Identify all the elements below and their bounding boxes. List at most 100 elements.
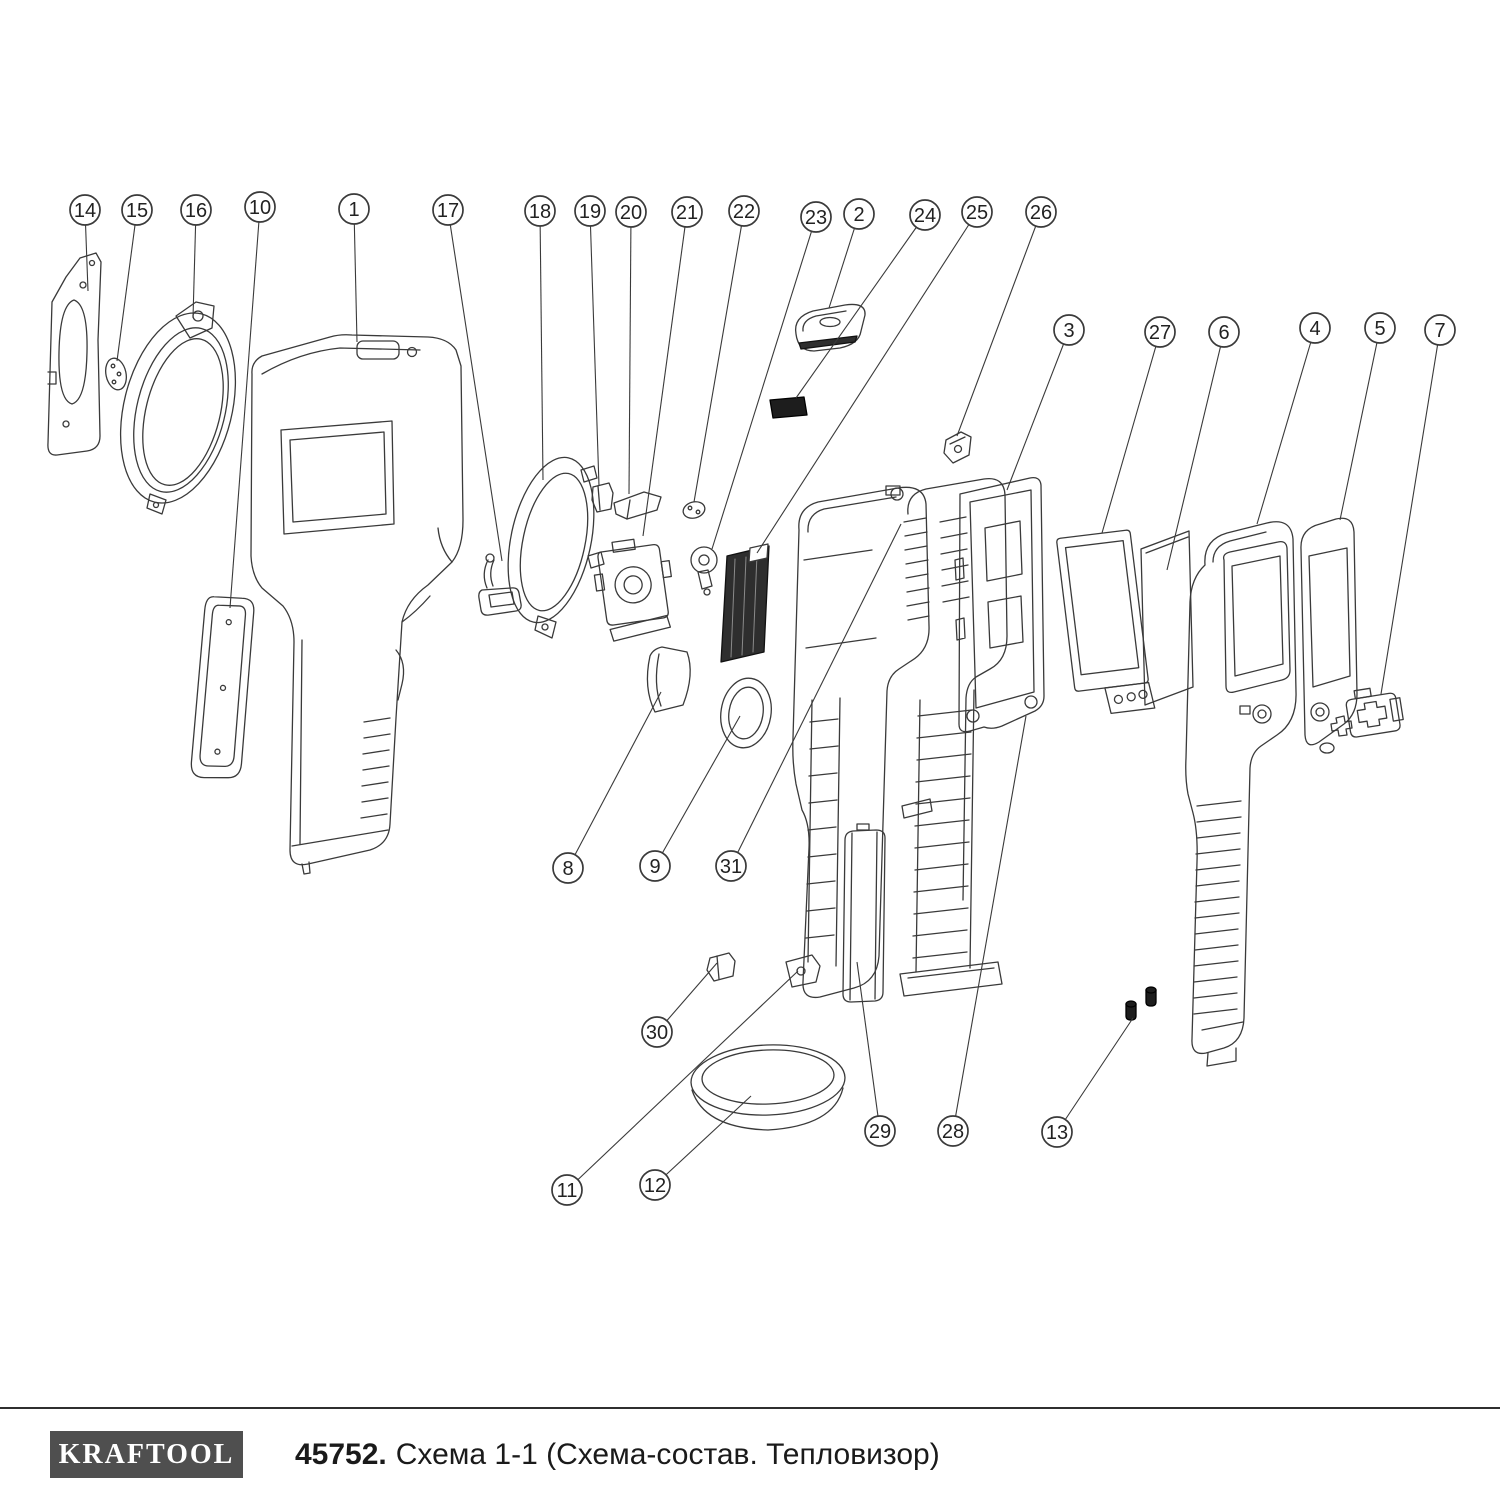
part-6-protective-film: [1140, 530, 1194, 706]
callout-number-11: 11: [557, 1180, 578, 1202]
callout-circle-13: [1041, 1116, 1073, 1148]
callout-number-24: 24: [914, 205, 936, 227]
callout-circle-10: [244, 191, 276, 223]
callout-5: 5: [1364, 312, 1396, 344]
callout-circle-20: [615, 196, 647, 228]
diagram-code: 45752.: [295, 1437, 387, 1471]
part-3-mid-frame: [954, 477, 1045, 733]
callout-circle-8: [552, 852, 584, 884]
callout-circle-12: [639, 1169, 671, 1201]
callout-circle-16: [180, 194, 212, 226]
part-14-bracket-plate: [47, 252, 102, 456]
callout-18: 18: [524, 195, 556, 227]
callout-14: 14: [69, 194, 101, 226]
callout-21: 21: [671, 196, 703, 228]
part-28-rear-chassis: [899, 477, 1008, 997]
part-23-focus-motor: [690, 546, 718, 596]
part-1-front-housing: [250, 334, 464, 875]
callout-11: 11: [551, 1174, 583, 1206]
part-5-rear-bezel: [1300, 517, 1358, 754]
callout-circle-24: [909, 199, 941, 231]
callout-number-19: 19: [579, 201, 601, 223]
leader-line-18: [539, 210, 544, 481]
callout-circle-15: [121, 194, 153, 226]
part-4-rear-housing: [1185, 521, 1297, 1067]
callout-number-13: 13: [1046, 1122, 1068, 1144]
callout-number-4: 4: [1309, 318, 1320, 340]
leader-line-24: [795, 214, 926, 399]
callout-30: 30: [641, 1016, 673, 1048]
callout-23: 23: [800, 201, 832, 233]
callout-circle-19: [574, 195, 606, 227]
callout-circle-27: [1144, 316, 1176, 348]
part-29-battery: [842, 823, 886, 1003]
callout-circle-17: [432, 194, 464, 226]
callout-number-2: 2: [853, 204, 864, 226]
callout-circle-5: [1364, 312, 1396, 344]
callout-circle-2: [843, 198, 875, 230]
footer-divider: [0, 1407, 1500, 1409]
callout-circle-28: [937, 1115, 969, 1147]
leader-line-23: [711, 216, 817, 550]
callout-number-16: 16: [185, 200, 207, 222]
leader-line-29: [856, 961, 881, 1132]
callout-circle-4: [1299, 312, 1331, 344]
callout-number-1: 1: [348, 199, 359, 221]
callout-16: 16: [180, 194, 212, 226]
callout-circle-3: [1053, 314, 1085, 346]
callout-number-14: 14: [74, 200, 96, 222]
part-26-clip: [943, 431, 972, 464]
callout-9: 9: [639, 850, 671, 882]
part-24-pad: [769, 396, 808, 419]
callout-circle-1: [338, 193, 370, 225]
callout-number-30: 30: [646, 1022, 668, 1044]
callout-2: 2: [843, 198, 875, 230]
leader-lines: [84, 206, 1441, 1191]
callout-25: 25: [961, 196, 993, 228]
part-25-flex-cable: [720, 543, 770, 663]
leader-line-25: [756, 211, 978, 554]
diagram-caption: 45752. Схема 1-1 (Схема-состав. Тепловиз…: [295, 1431, 940, 1478]
callout-19: 19: [574, 195, 606, 227]
callout-circle-21: [671, 196, 703, 228]
leader-line-27: [1101, 331, 1161, 534]
callout-circle-22: [728, 195, 760, 227]
callout-20: 20: [615, 196, 647, 228]
leader-line-31: [730, 523, 902, 867]
callout-10: 10: [244, 191, 276, 223]
callout-number-10: 10: [249, 197, 271, 219]
leader-line-21: [642, 211, 688, 537]
callout-number-8: 8: [562, 858, 573, 880]
part-15-washer: [105, 357, 127, 391]
leader-line-28: [952, 715, 1027, 1132]
callout-number-27: 27: [1149, 322, 1171, 344]
callout-6: 6: [1208, 316, 1240, 348]
callout-circle-9: [639, 850, 671, 882]
part-17-wrist-strap: [478, 553, 522, 616]
callout-26: 26: [1025, 196, 1057, 228]
callout-4: 4: [1299, 312, 1331, 344]
callout-number-29: 29: [869, 1121, 891, 1143]
leader-line-17: [447, 209, 503, 562]
leader-line-5: [1339, 327, 1381, 521]
callout-circle-30: [641, 1016, 673, 1048]
leader-line-19: [589, 210, 600, 487]
callout-number-20: 20: [620, 202, 642, 224]
callout-17: 17: [432, 194, 464, 226]
callout-number-21: 21: [676, 202, 698, 224]
leader-line-12: [654, 1095, 752, 1186]
part-19-clip: [591, 482, 614, 513]
callout-number-15: 15: [126, 200, 148, 222]
leader-line-6: [1166, 331, 1225, 571]
callout-circle-29: [864, 1115, 896, 1147]
part-30-latch-clip: [706, 952, 736, 982]
part-31-inner-chassis: [785, 485, 933, 999]
leader-line-22: [693, 210, 745, 503]
callout-number-12: 12: [644, 1175, 666, 1197]
diagram-title: Схема 1-1 (Схема-состав. Тепловизор): [395, 1437, 940, 1471]
callout-number-22: 22: [733, 201, 755, 223]
leader-line-2: [828, 213, 860, 309]
